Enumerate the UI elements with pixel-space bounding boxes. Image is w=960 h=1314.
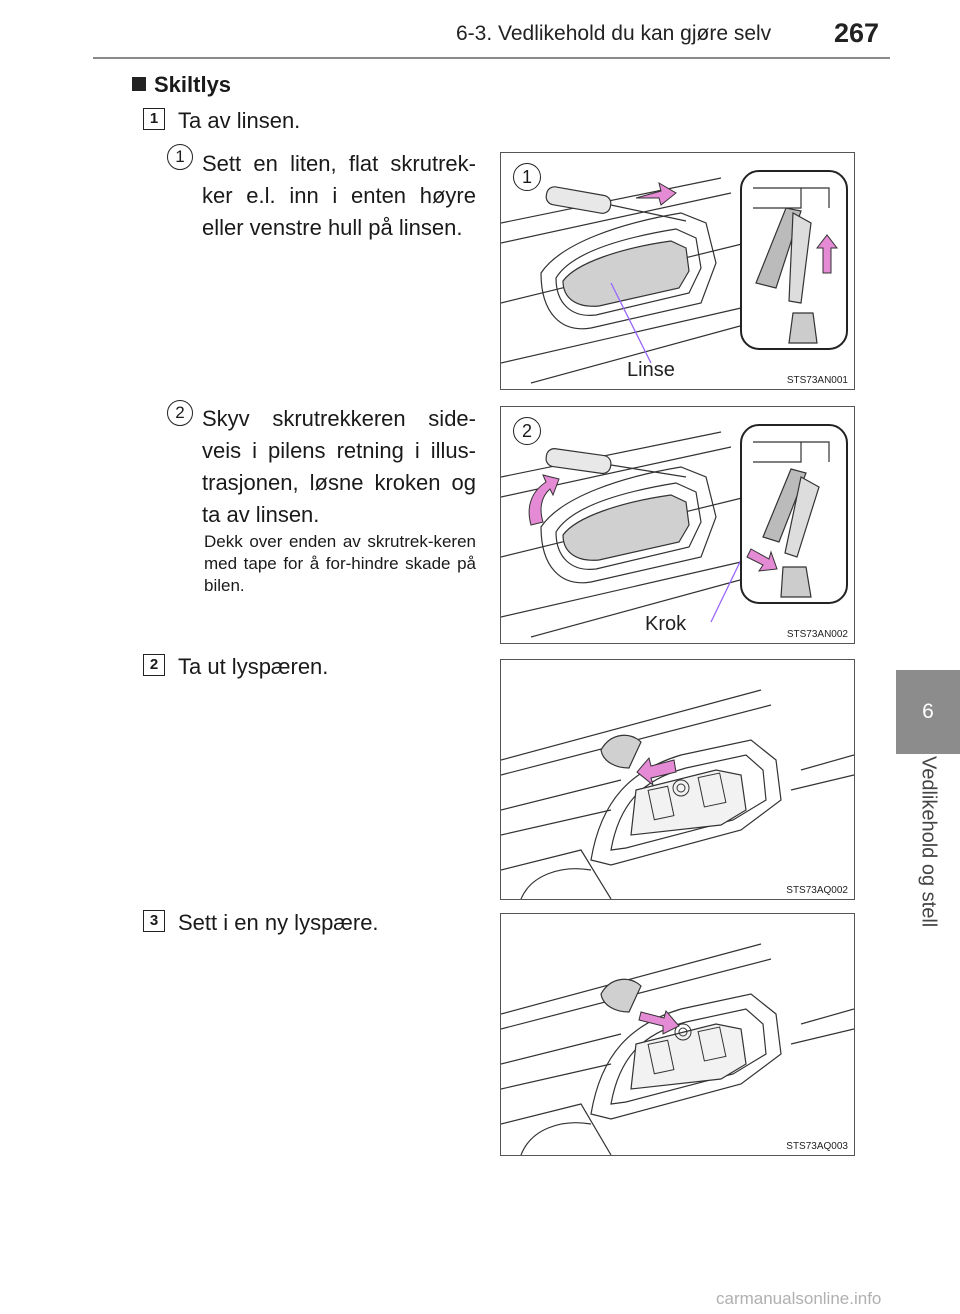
figure-1-illustration <box>501 170 848 384</box>
figure-3-code: STS73AQ002 <box>786 885 848 896</box>
figure-remove-bulb: STS73AQ002 <box>500 659 855 900</box>
figure-remove-lens-hook: 2 Krok STS73AN002 <box>500 406 855 644</box>
figure-2-code: STS73AN002 <box>786 629 848 640</box>
figure-2-label-krok: Krok <box>645 613 687 635</box>
chapter-title-vertical: Vedlikehold og stell <box>896 756 960 946</box>
step-2-text: Ta ut lyspæren. <box>178 654 329 679</box>
watermark[interactable]: carmanualsonline.info <box>716 1289 882 1308</box>
substep-1-number: 1 <box>167 144 193 170</box>
chapter-tab[interactable]: 6 <box>896 670 960 754</box>
figure-remove-lens-insert: 1 Linse STS73AN001 <box>500 152 855 390</box>
substep-1-text: Sett en liten, flat skrutrek-ker e.l. in… <box>202 151 476 240</box>
page-number: 267 <box>834 18 880 48</box>
header-section-title: 6-3. Vedlikehold du kan gjøre selv <box>456 22 772 45</box>
figure-4-code: STS73AQ003 <box>786 1141 848 1152</box>
figure-2-illustration <box>501 424 848 638</box>
step-2-number: 2 <box>143 654 165 676</box>
figure-3-illustration <box>501 689 854 899</box>
chapter-title-text: Vedlikehold og stell <box>917 756 940 928</box>
figure-2-callout-number: 2 <box>513 417 541 445</box>
figure-4-illustration <box>501 943 854 1155</box>
section-title: Skiltlys <box>132 72 231 98</box>
step-3-number: 3 <box>143 910 165 932</box>
step-1-number: 1 <box>143 108 165 130</box>
square-bullet-icon <box>132 77 146 91</box>
section-title-text: Skiltlys <box>154 72 232 97</box>
figure-1-label-linse: Linse <box>627 359 675 381</box>
figure-1-code: STS73AN001 <box>786 375 848 386</box>
figure-insert-bulb: STS73AQ003 <box>500 913 855 1156</box>
figure-1-callout-number: 1 <box>513 163 541 191</box>
step-3-text: Sett i en ny lyspære. <box>178 910 379 935</box>
step-1-text: Ta av linsen. <box>178 108 301 133</box>
header-divider <box>93 57 890 59</box>
substep-2-number: 2 <box>167 400 193 426</box>
substep-2-text: Skyv skrutrekkeren side-veis i pilens re… <box>202 406 476 527</box>
substep-2-note: Dekk over enden av skrutrek-keren med ta… <box>204 532 476 595</box>
